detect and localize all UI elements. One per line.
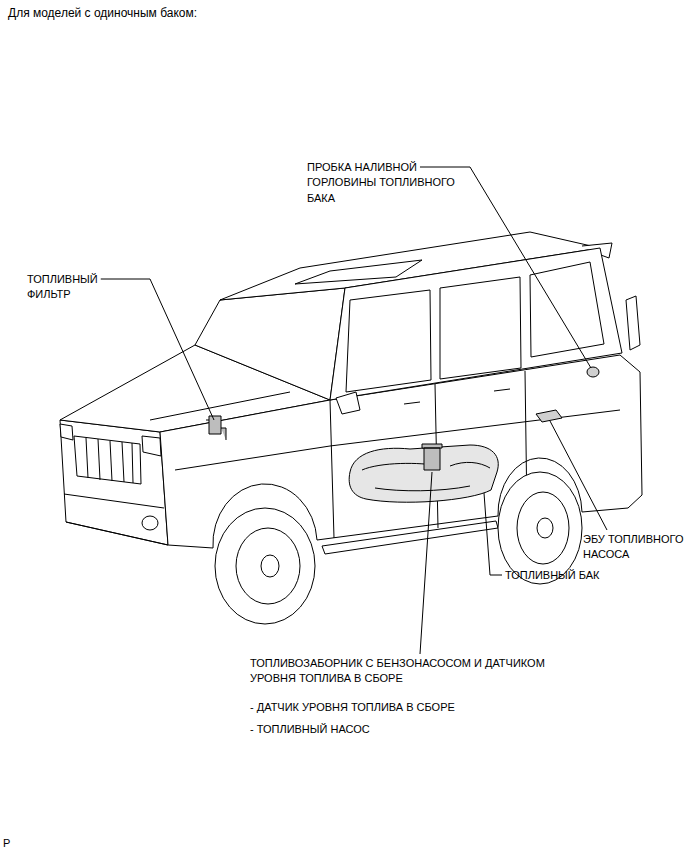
- window: [346, 290, 431, 392]
- fuel-tank: [349, 445, 498, 502]
- part-label: ТОПЛИВНЫЙ ФИЛЬТР: [27, 272, 127, 303]
- bumper: [64, 494, 168, 545]
- front-face: [60, 420, 168, 545]
- headlight: [60, 424, 73, 440]
- grille-bars: [86, 438, 133, 483]
- mirror: [336, 392, 360, 414]
- sub-item-label: - ДАТЧИК УРОВНЯ ТОПЛИВА В СБОРЕ: [250, 700, 550, 715]
- part-label: ЭБУ ТОПЛИВНОГО НАСОСА: [583, 532, 687, 563]
- front-wheel: [215, 508, 315, 624]
- running-board: [322, 521, 498, 554]
- rear-wheel: [498, 472, 582, 584]
- greenhouse: [330, 248, 622, 400]
- part-label: ТОПЛИВОЗАБОРНИК С БЕНЗОНАСОСОМ И ДАТЧИКО…: [250, 656, 560, 687]
- headlight: [142, 436, 161, 456]
- fuel-pump: [422, 444, 442, 470]
- leader-line: [420, 472, 432, 654]
- door-line: [330, 371, 527, 538]
- fuel-filter: [206, 416, 226, 440]
- fuel-filler-cap: [587, 367, 599, 377]
- leader-line: [484, 493, 502, 575]
- window: [440, 277, 521, 379]
- sub-item-label: - ТОПЛИВНЫЙ НАСОС: [250, 722, 550, 737]
- windshield: [195, 288, 345, 400]
- door-handle: [404, 389, 510, 404]
- leader-line: [101, 279, 214, 420]
- fog-light: [142, 516, 158, 530]
- part-label: ПРОБКА НАЛИВНОЙ ГОРЛОВИНЫ ТОПЛИВНОГО БАК…: [307, 160, 457, 206]
- taillight: [626, 296, 640, 350]
- window: [530, 262, 604, 357]
- fuel-pump-ecu: [536, 410, 562, 422]
- page-mark: P: [3, 836, 23, 851]
- leader-line: [420, 167, 591, 368]
- part-label: ТОПЛИВНЫЙ БАК: [505, 568, 635, 583]
- diagram-title: Для моделей с одиночным баком:: [8, 6, 197, 20]
- grille: [74, 436, 141, 484]
- leader-line: [550, 421, 607, 530]
